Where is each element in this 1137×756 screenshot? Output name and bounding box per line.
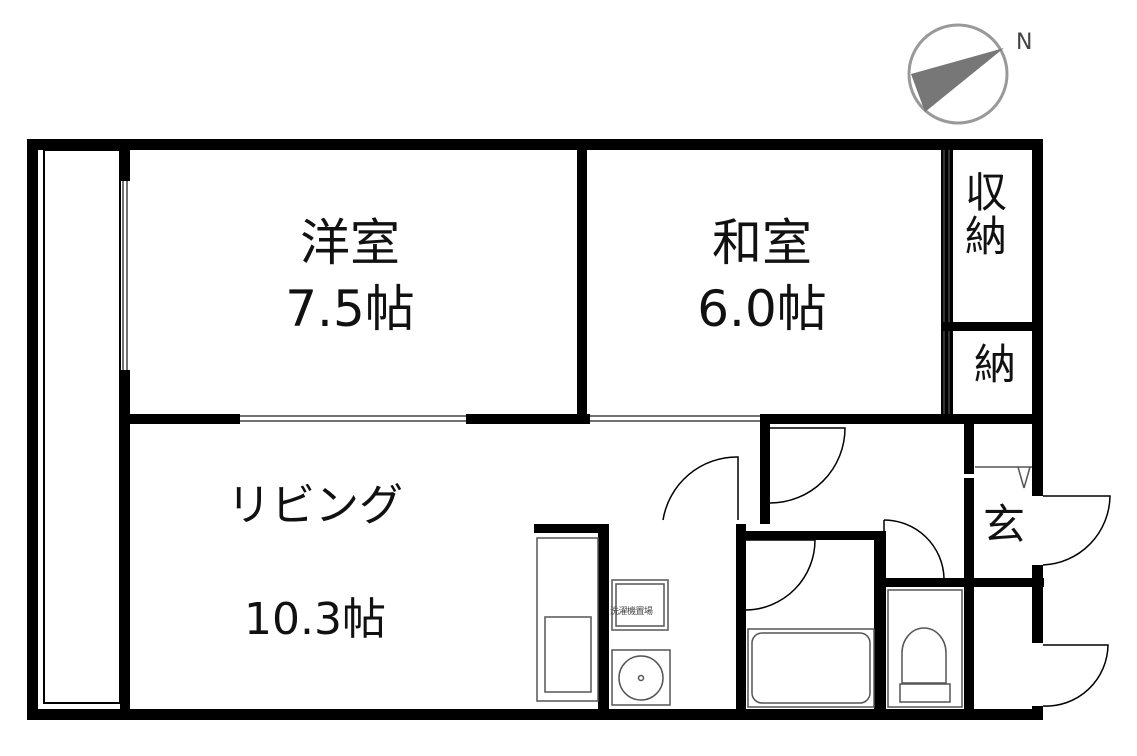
fixtures (536, 466, 1032, 708)
north-label: N (1016, 30, 1033, 55)
entrance-label: 玄 (982, 500, 1025, 549)
storage-closet-label: 収納 (965, 168, 1008, 262)
room-western-size: 7.5帖 (285, 280, 415, 338)
sliding-doors (240, 150, 950, 422)
compass-icon (907, 23, 1009, 125)
swing-doors (662, 427, 1111, 707)
room-western-name: 洋室 (300, 214, 400, 272)
living-room-size: 10.3帖 (244, 594, 386, 645)
living-room-name: リビング (227, 480, 403, 531)
balcony (43, 139, 130, 720)
washing-machine-label: 洗濯機置場 (610, 607, 653, 617)
outer-walls (27, 139, 1043, 720)
room-japanese-name: 和室 (712, 214, 812, 272)
room-japanese-size: 6.0帖 (697, 280, 827, 338)
small-storage-label: 納 (973, 340, 1016, 389)
